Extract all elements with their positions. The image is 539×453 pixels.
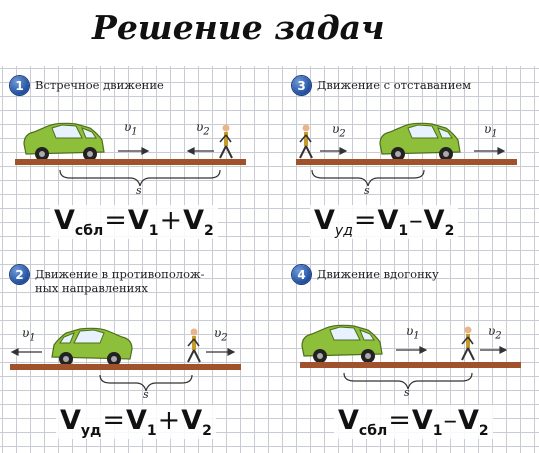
panel-2-title: Движение в противополож- ных направления… xyxy=(35,265,204,295)
panel-4-formula: Vсбл=V1–V2 xyxy=(334,405,493,439)
panel-2-v2-label: υ2 xyxy=(214,326,228,344)
panel-4-v2-label: υ2 xyxy=(488,324,502,342)
panel-1-formula: Vсбл=V1+V2 xyxy=(50,205,218,239)
panel-1-v2-label: υ2 xyxy=(196,120,210,138)
panel-3-title: Движение с отставанием xyxy=(317,78,472,92)
panel-3-formula: Vуд=V1–V2 xyxy=(310,205,459,239)
panel-3-road xyxy=(296,159,517,165)
page-title: Решение задач xyxy=(92,8,385,47)
panel-3-v2-label: υ2 xyxy=(332,122,346,140)
panel-1-number-badge: 1 xyxy=(10,76,29,95)
title-band xyxy=(0,0,539,66)
panel-2-s-label: s xyxy=(143,388,149,401)
panel-4-title: Движение вдогонку xyxy=(317,267,439,281)
panel-3-heading: 3 Движение с отставанием xyxy=(292,76,471,95)
panel-2-heading: 2 Движение в противополож- ных направлен… xyxy=(10,265,204,295)
panel-4-brace xyxy=(343,372,473,390)
panel-1-v1-label: υ1 xyxy=(124,120,138,138)
panel-4-heading: 4 Движение вдогонку xyxy=(292,265,439,284)
panel-2-title-line2: ных направлениях xyxy=(35,281,149,295)
panel-4-car xyxy=(301,324,383,363)
panel-2-road xyxy=(10,364,241,370)
panel-2-formula: Vуд=V1+V2 xyxy=(56,405,216,439)
panel-1-person xyxy=(219,124,233,159)
panel-4-person xyxy=(461,326,475,361)
panel-3-brace xyxy=(311,169,425,187)
panel-3-person xyxy=(299,124,313,159)
panel-3-v1-label: υ1 xyxy=(484,122,498,140)
panel-1-brace xyxy=(59,169,221,187)
panel-2-title-line1: Движение в противополож- xyxy=(35,267,205,281)
panel-4-s-label: s xyxy=(404,386,410,399)
panel-4-v1-label: υ1 xyxy=(406,324,420,342)
panel-1-heading: 1 Встречное движение xyxy=(10,76,164,95)
panel-1-s-label: s xyxy=(136,184,142,197)
panel-2-number-badge: 2 xyxy=(10,265,29,284)
panel-1-road xyxy=(15,159,246,165)
panel-4-road xyxy=(300,362,521,368)
panel-1-title: Встречное движение xyxy=(35,78,164,92)
panel-4-number-badge: 4 xyxy=(292,265,311,284)
panel-2-car xyxy=(51,327,133,366)
panel-3-car xyxy=(379,122,461,161)
panel-2-brace xyxy=(99,374,193,392)
panel-3-number-badge: 3 xyxy=(292,76,311,95)
panel-2-person xyxy=(187,328,201,363)
panel-2-v1-label: υ1 xyxy=(22,326,36,344)
panel-3-s-label: s xyxy=(364,184,370,197)
panel-1-car xyxy=(23,122,105,161)
